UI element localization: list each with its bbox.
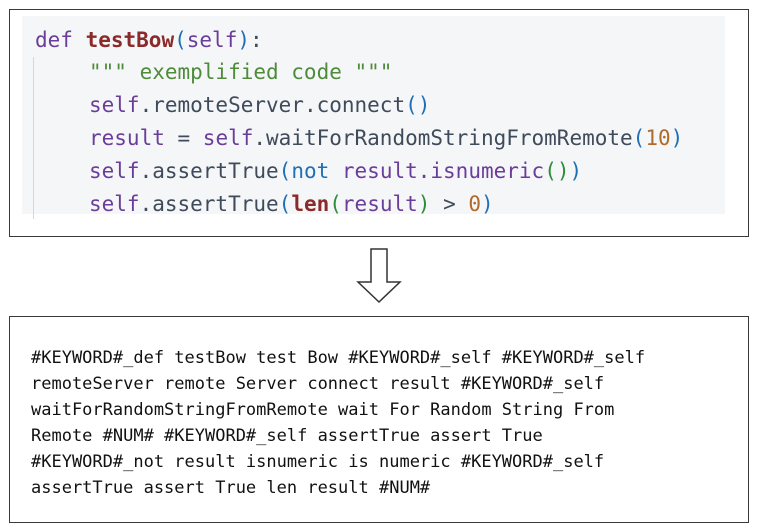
- paren: ): [569, 159, 583, 183]
- code-line-2: """ exemplified code """: [35, 57, 392, 87]
- paren: ): [481, 192, 494, 216]
- paren: ): [237, 28, 250, 52]
- output-line-3: waitForRandomStringFromRemote wait For R…: [31, 400, 615, 420]
- code-block: [22, 16, 725, 214]
- paren: (: [405, 93, 418, 117]
- paren: ): [670, 126, 684, 150]
- variable-result: result: [89, 126, 165, 150]
- output-line-1: #KEYWORD#_def testBow test Bow #KEYWORD#…: [31, 348, 646, 368]
- self-ref: self: [89, 159, 140, 183]
- paren: (: [632, 126, 646, 150]
- builtin-len: len: [291, 192, 330, 216]
- member-access: .assertTrue: [139, 159, 279, 183]
- colon: :: [250, 28, 263, 52]
- output-line-4: Remote #NUM# #KEYWORD#_self assertTrue a…: [31, 426, 543, 446]
- output-line-6: assertTrue assert True len result #NUM#: [31, 478, 431, 498]
- number-literal: 0: [468, 192, 482, 216]
- member-access: result.isnumeric: [329, 159, 545, 183]
- self-ref: self: [89, 192, 140, 216]
- member-access: .remoteServer.connect: [139, 93, 406, 117]
- paren: (: [329, 192, 342, 216]
- code-line-3: self.remoteServer.connect(): [35, 90, 430, 120]
- code-line-6: self.assertTrue(len(result) > 0): [35, 189, 494, 219]
- paren: ): [417, 93, 431, 117]
- indent-guide: [33, 57, 34, 219]
- tokenized-output-panel: [9, 316, 749, 523]
- number-literal: 10: [645, 126, 671, 150]
- keyword-def: def: [35, 28, 73, 52]
- paren: (): [544, 159, 570, 183]
- argument-result: result: [341, 192, 418, 216]
- assign-op: =: [164, 126, 203, 150]
- paren: ): [417, 192, 431, 216]
- keyword-not: not: [291, 159, 330, 183]
- output-line-2: remoteServer remote Server connect resul…: [31, 374, 605, 394]
- member-access: .assertTrue: [139, 192, 279, 216]
- member-access: .waitForRandomStringFromRemote: [253, 126, 633, 150]
- self-ref: self: [89, 93, 140, 117]
- docstring: """ exemplified code """: [89, 60, 393, 84]
- self-ref: self: [202, 126, 254, 150]
- paren: (: [278, 159, 292, 183]
- code-line-4: result = self.waitForRandomStringFromRem…: [35, 123, 683, 153]
- paren: (: [174, 28, 187, 52]
- code-line-1: def testBow(self):: [35, 25, 263, 55]
- paren: (: [278, 192, 292, 216]
- compare-op: >: [430, 192, 469, 216]
- function-name: testBow: [85, 28, 175, 52]
- param-self: self: [186, 28, 238, 52]
- code-line-5: self.assertTrue(not result.isnumeric()): [35, 156, 582, 186]
- down-arrow-icon: [356, 248, 402, 304]
- output-line-5: #KEYWORD#_not result isnumeric is numeri…: [31, 452, 605, 472]
